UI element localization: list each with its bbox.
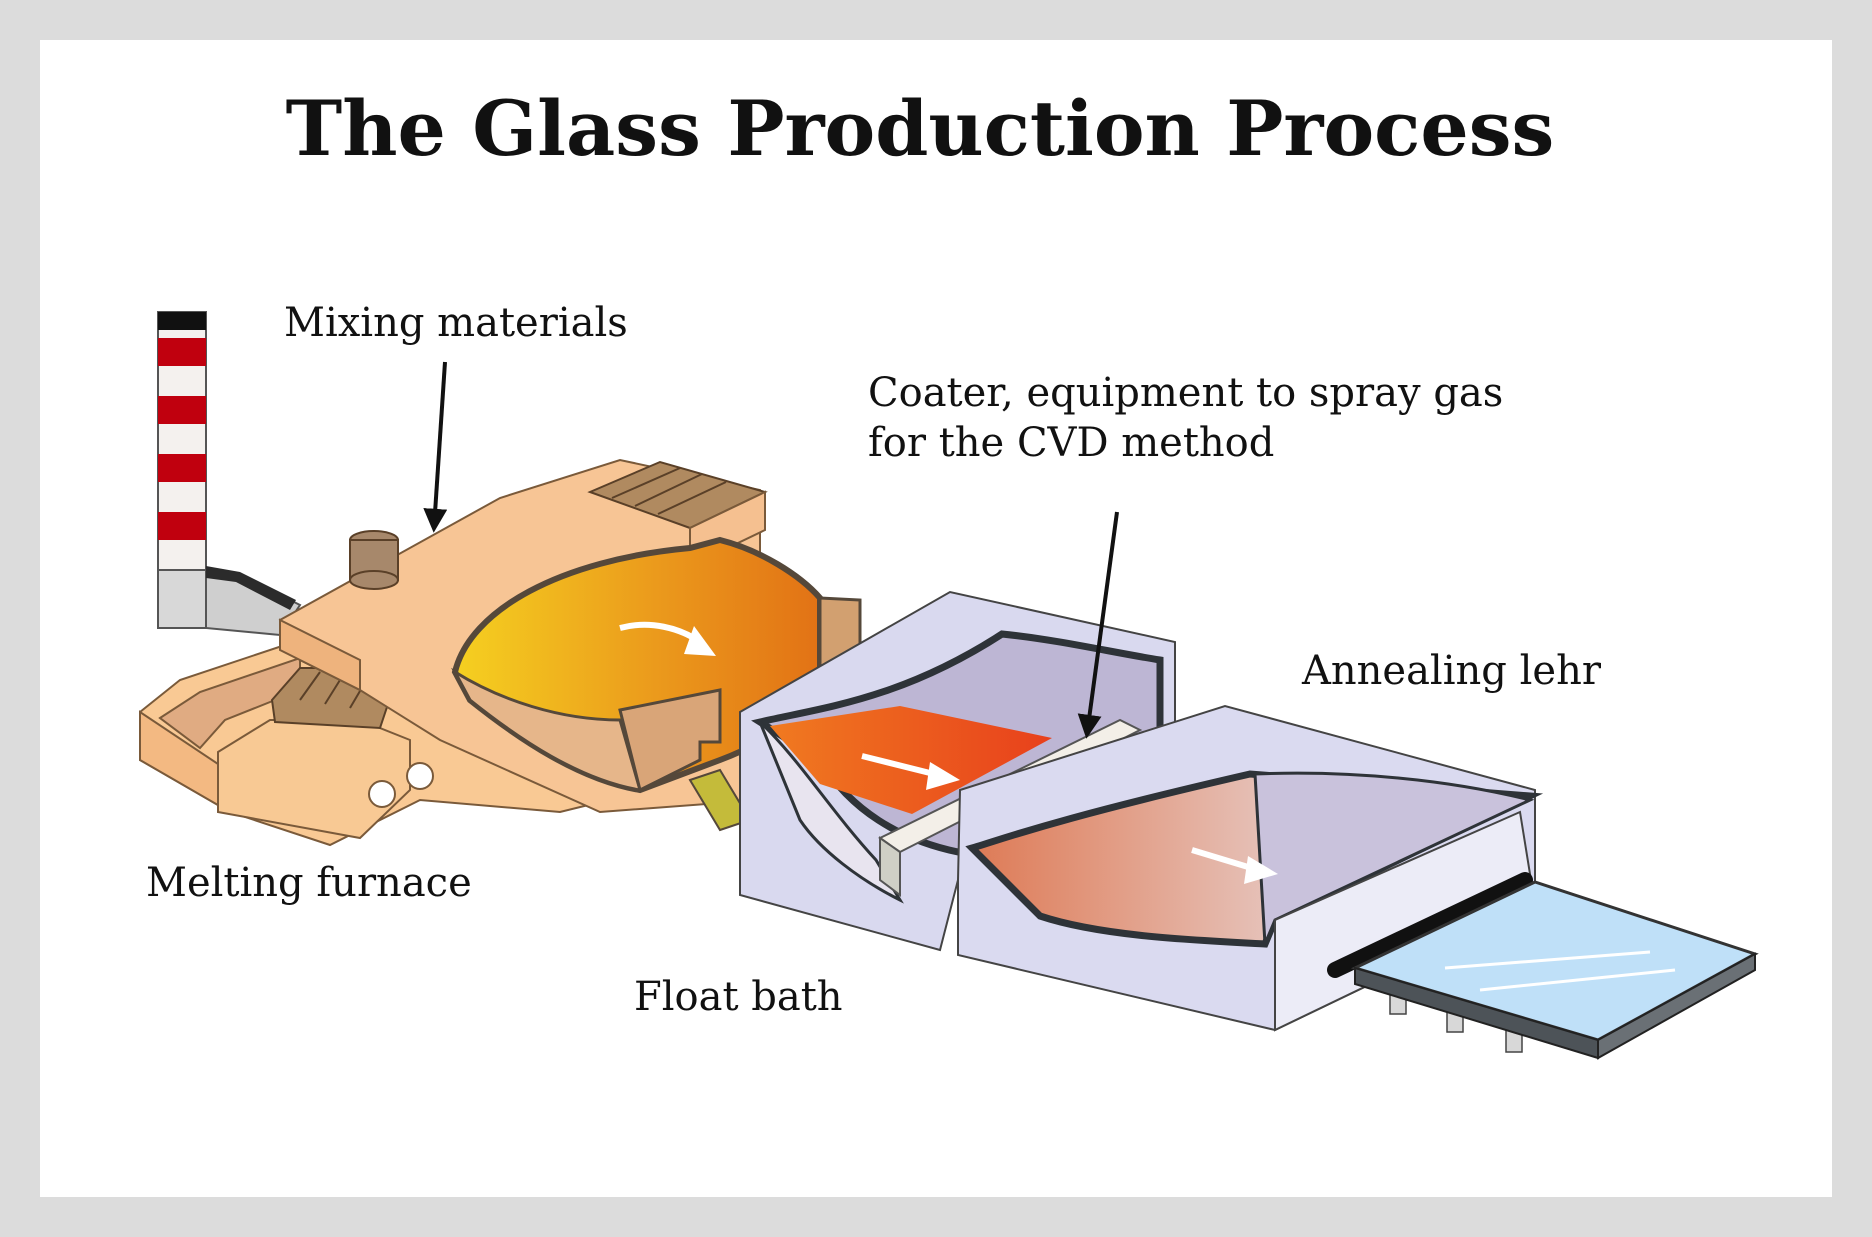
coater-callout-arrow <box>1077 511 1119 739</box>
glass-sheet <box>1350 880 1759 1060</box>
label-float-bath: Float bath <box>634 974 843 1020</box>
label-coater-line2: for the CVD method <box>868 420 1274 466</box>
annealing-lehr <box>957 704 1544 1032</box>
chimney-icon <box>157 311 302 637</box>
label-annealing-lehr: Annealing lehr <box>1301 648 1602 694</box>
melting-furnace <box>139 458 862 847</box>
diagram-title: The Glass Production Process <box>286 84 1555 173</box>
label-mixing-materials: Mixing materials <box>284 300 628 346</box>
process-arrow-icon <box>684 626 716 656</box>
float-bath <box>739 590 1176 952</box>
label-coater-line1: Coater, equipment to spray gas <box>868 370 1503 416</box>
label-melting-furnace: Melting furnace <box>146 860 472 906</box>
mixing-callout-arrow <box>423 361 448 533</box>
